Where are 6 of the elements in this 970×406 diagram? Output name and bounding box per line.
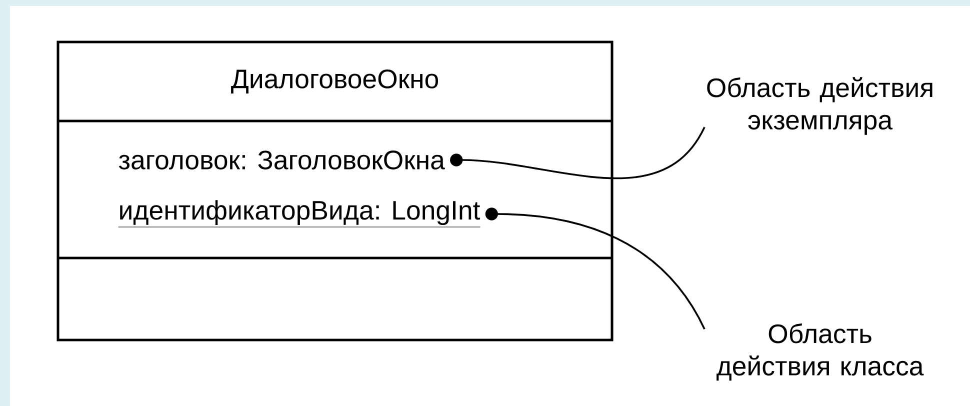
- annotation-text: Область действия экземпляра: [707, 77, 932, 135]
- attribute-text: идентификаторВида: LongInt: [118, 200, 481, 228]
- leader-line: [485, 208, 706, 330]
- leader-line: [450, 126, 706, 180]
- attribute-text: заголовок: ЗаголовокОкна: [118, 150, 445, 170]
- annotation-text: Область действия класса: [716, 323, 924, 381]
